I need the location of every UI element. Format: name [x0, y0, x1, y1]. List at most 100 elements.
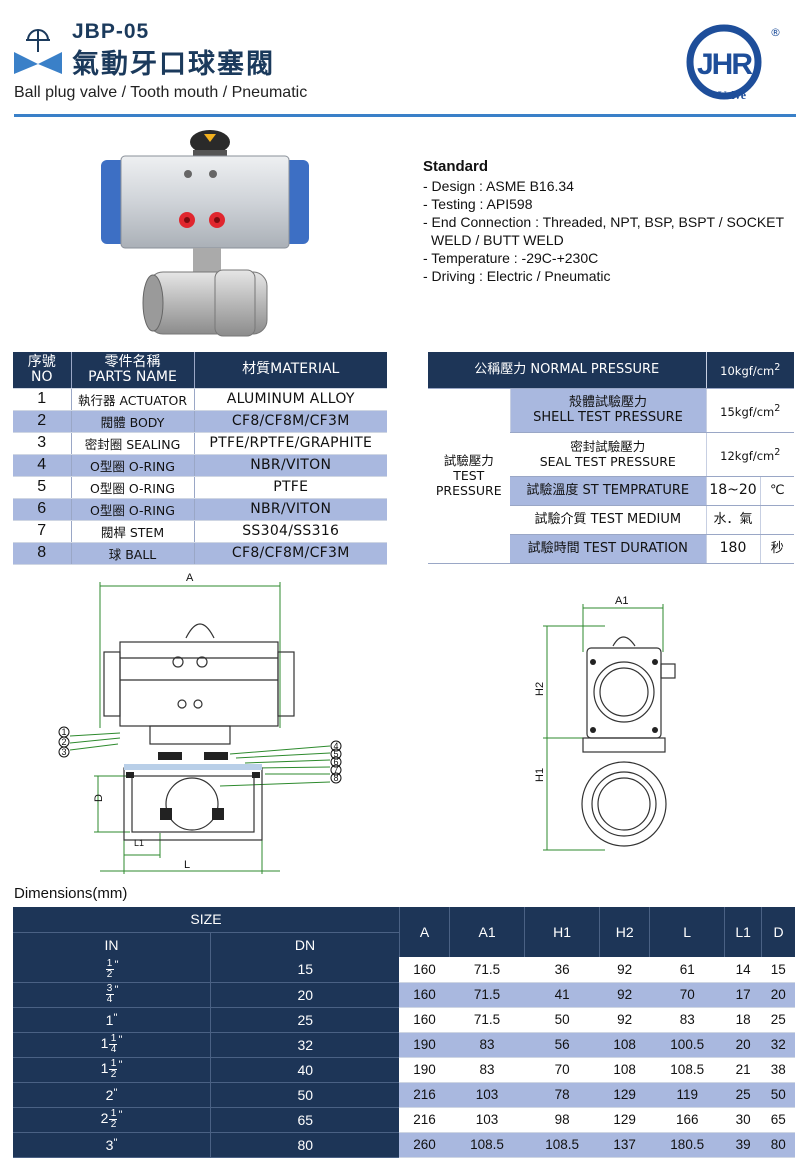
- dim-value-l1: 21: [724, 1057, 762, 1083]
- inch-mark: ": [118, 1109, 123, 1121]
- col-header-h2: H2: [599, 907, 650, 957]
- test-duration-unit: 秒: [759, 534, 794, 564]
- dim-value-h1: 56: [524, 1032, 600, 1058]
- col-no-en: NO: [31, 368, 53, 385]
- part-material: NBR/VITON: [193, 498, 387, 521]
- dim-value-l1: 14: [724, 957, 762, 983]
- callout-5: 5: [333, 749, 338, 759]
- svg-text:JHR: JHR: [697, 48, 753, 81]
- dim-value-h2: 108: [599, 1032, 650, 1058]
- test-duration-label: 試驗時間 TEST DURATION: [510, 534, 706, 564]
- part-material: SS304/SS316: [193, 520, 387, 543]
- dim-value-l1: 20: [724, 1032, 762, 1058]
- col-material: 材質MATERIAL: [193, 352, 387, 389]
- dim-value-h2: 92: [599, 1007, 650, 1033]
- dim-value-a1: 71.5: [449, 982, 525, 1008]
- part-name: O型圈 O-RING: [70, 454, 194, 477]
- table-row: 試驗時間 TEST DURATION 180 秒: [428, 534, 794, 564]
- product-title-cn: 氣動牙口球塞閥: [72, 49, 275, 80]
- part-no: 2: [13, 410, 71, 433]
- dim-value-l: 70: [649, 982, 725, 1008]
- part-no: 4: [13, 454, 71, 477]
- dim-value-a1: 71.5: [449, 1007, 525, 1033]
- shell-test-en: SHELL TEST PRESSURE: [533, 410, 683, 425]
- dim-value-h1: 70: [524, 1057, 600, 1083]
- dim-label-d: D: [93, 794, 105, 802]
- dim-value-a: 216: [399, 1107, 450, 1133]
- dim-value-l: 108.5: [649, 1057, 725, 1083]
- size-inch-whole: 1: [100, 1060, 109, 1077]
- test-pressure-en: TEST: [453, 468, 485, 483]
- size-inch-whole: 1: [100, 1035, 109, 1052]
- dim-value-a1: 108.5: [449, 1132, 525, 1158]
- size-dn: 65: [210, 1107, 400, 1133]
- test-pressure-group: 試驗壓力 TEST PRESSURE: [428, 388, 510, 564]
- registered-mark: ®: [770, 26, 781, 39]
- callout-8: 8: [333, 773, 338, 783]
- col-no-cn: 序號: [27, 353, 56, 370]
- fraction-bar: [105, 968, 114, 970]
- dim-value-d: 80: [761, 1132, 795, 1158]
- fraction-numerator: 1: [110, 1058, 117, 1069]
- col-name-en: PARTS NAME: [88, 368, 177, 385]
- test-temperature-label: 試驗溫度 ST TEMPRATURE: [510, 476, 706, 506]
- size-inch-whole: 2: [100, 1110, 109, 1127]
- dim-value-d: 38: [761, 1057, 795, 1083]
- test-pressure-en: PRESSURE: [435, 483, 502, 498]
- inch-mark: ": [113, 1136, 118, 1149]
- dim-value-a1: 103: [449, 1082, 525, 1108]
- inch-mark: ": [113, 1086, 118, 1099]
- fraction-numerator: 1: [110, 1033, 117, 1044]
- callout-3: 3: [61, 747, 66, 757]
- fraction-numerator: 3: [106, 983, 113, 994]
- standard-item: - End Connection : Threaded, NPT, BSP, B…: [423, 214, 785, 230]
- col-header-dn: DN: [210, 931, 400, 957]
- dim-value-a: 190: [399, 1032, 450, 1058]
- dim-value-l1: 18: [724, 1007, 762, 1033]
- fraction-denominator: 2: [110, 1119, 117, 1130]
- part-no: 7: [13, 520, 71, 543]
- size-header: SIZE: [13, 907, 400, 932]
- fraction-bar: [109, 1069, 118, 1070]
- callout-1: 1: [61, 727, 66, 737]
- dim-label-h2: H2: [534, 682, 546, 696]
- dim-label-h1: H1: [534, 768, 546, 782]
- part-material: CF8/CF8M/CF3M: [193, 542, 387, 565]
- size-inch-whole: 1: [105, 1011, 114, 1028]
- part-no: 6: [13, 498, 71, 521]
- table-row: 公稱壓力 NORMAL PRESSURE 10kgf/cm2: [428, 352, 794, 389]
- dim-value-a1: 83: [449, 1057, 525, 1083]
- dim-value-h1: 36: [524, 957, 600, 983]
- dim-value-d: 65: [761, 1107, 795, 1133]
- fraction-bar: [105, 994, 114, 995]
- side-view-drawing: A1 H2 H1: [534, 595, 676, 851]
- seal-test-value: 12kgf/cm2: [705, 432, 794, 477]
- dim-value-a: 160: [399, 1007, 450, 1033]
- dim-value-l: 119: [649, 1082, 725, 1108]
- shell-test-number: 15kgf/cm: [720, 404, 775, 419]
- dim-value-l: 180.5: [649, 1132, 725, 1158]
- dim-value-h2: 108: [599, 1057, 650, 1083]
- normal-pressure-value: 10kgf/cm2: [705, 352, 794, 389]
- dim-value-h1: 98: [524, 1107, 600, 1133]
- fraction-denominator: 4: [106, 994, 113, 1005]
- size-inch-whole: 2: [105, 1086, 114, 1103]
- part-material: PTFE/RPTFE/GRAPHITE: [193, 432, 387, 455]
- standard-item: WELD / BUTT WELD: [431, 232, 564, 248]
- dim-value-l: 166: [649, 1107, 725, 1133]
- test-pressure-cn: 試驗壓力: [443, 453, 494, 468]
